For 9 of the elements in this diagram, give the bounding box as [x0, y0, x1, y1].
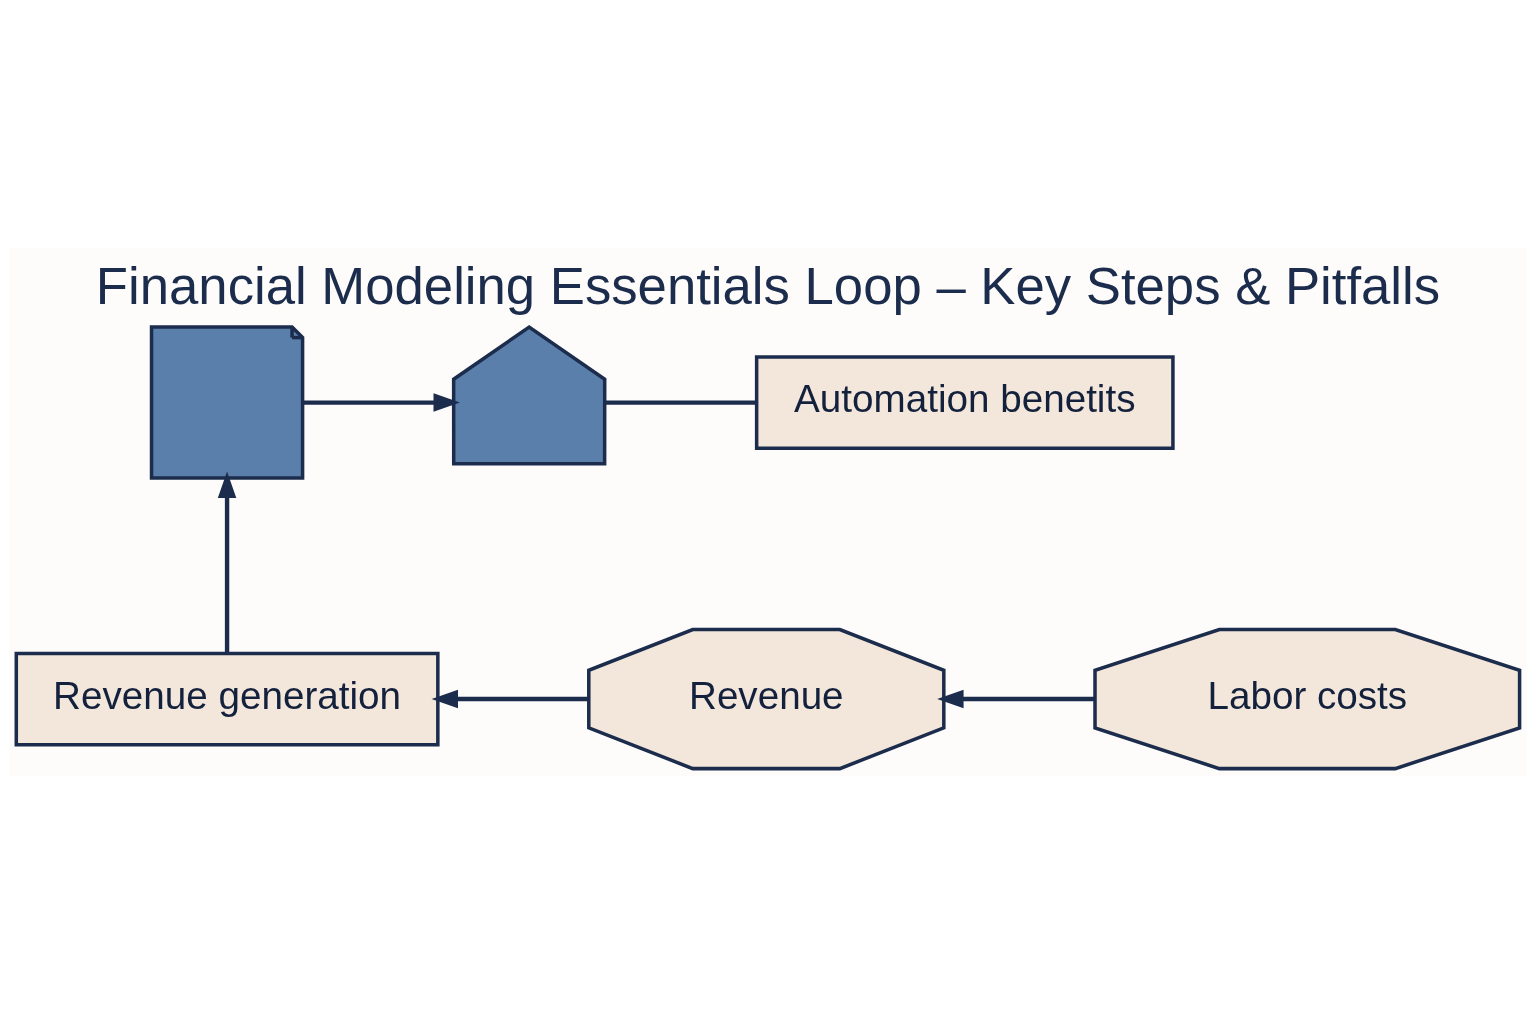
- arrow: [431, 689, 589, 709]
- diagram-title: Financial Modeling Essentials Loop – Key Steps & Pitfalls: [95, 256, 1441, 316]
- node-box: Automation benetits: [754, 355, 1175, 450]
- connector: [604, 400, 757, 405]
- node-factory: [451, 324, 607, 466]
- node-box: Revenue generation: [14, 651, 440, 747]
- arrow: [217, 471, 237, 653]
- arrow: [937, 689, 1095, 709]
- arrow: [303, 393, 460, 412]
